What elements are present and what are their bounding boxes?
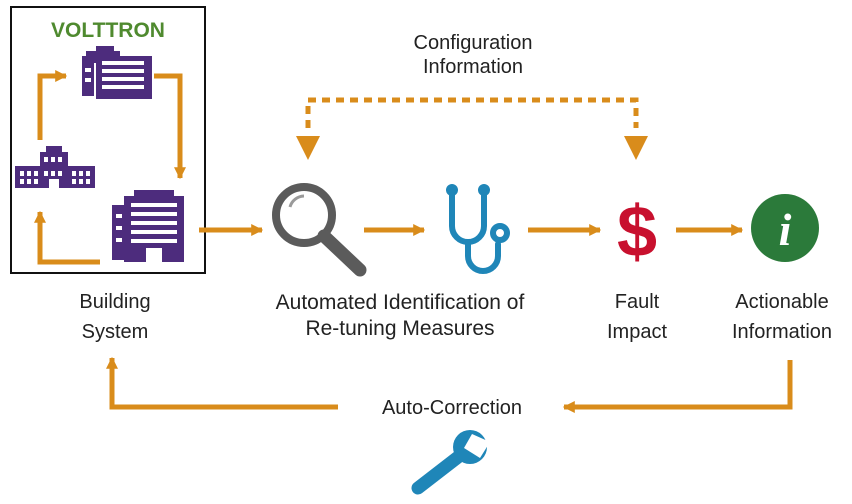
cycle-arrow-up-left xyxy=(37,69,68,140)
building-cycle-arrows xyxy=(33,69,187,265)
info-letter: i xyxy=(779,204,792,255)
fault-impact-label: Fault Impact xyxy=(572,287,702,347)
stethoscope-icon xyxy=(446,184,510,274)
cycle-arrow-bottom-left xyxy=(33,210,100,265)
dollar-icon: $ xyxy=(617,192,657,272)
flow-arrows xyxy=(105,223,793,414)
building-system-line-2: System xyxy=(81,321,149,343)
auto-correction-label: Auto-Correction xyxy=(381,397,523,419)
actionable-information-line-1: Actionable xyxy=(735,291,829,313)
cycle-arrow-down-right xyxy=(154,73,187,180)
brand-label: VOLTTRON xyxy=(51,19,165,42)
configuration-info-label: Configuration Information xyxy=(360,31,586,80)
configuration-info-line-2: Information xyxy=(422,56,524,79)
actionable-information-label: Actionable Information xyxy=(714,287,850,347)
building-icon xyxy=(112,190,184,262)
info-icon: i xyxy=(751,194,819,262)
building-system-line-1: Building xyxy=(79,291,151,313)
automated-identification-label: Automated Identification of Re-tuning Me… xyxy=(238,290,562,341)
fault-impact-line-2: Impact xyxy=(606,321,668,343)
volttron-frame xyxy=(10,6,206,274)
actionable-information-line-2: Information xyxy=(731,321,833,343)
arrow-auto-correction-left xyxy=(105,356,338,410)
automated-identification-line-1: Automated Identification of xyxy=(275,291,525,314)
arrow-auto-correction-right xyxy=(562,360,793,414)
campus-building-icon xyxy=(15,146,95,188)
building-system-label: Building System xyxy=(40,287,190,347)
automated-identification-line-2: Re-tuning Measures xyxy=(305,316,495,340)
office-building-icon xyxy=(82,46,152,99)
magnifier-icon xyxy=(272,183,367,277)
wrench-icon xyxy=(411,430,490,495)
configuration-info-line-1: Configuration xyxy=(413,32,533,54)
configuration-arrow xyxy=(296,97,648,160)
fault-impact-line-1: Fault xyxy=(614,291,660,313)
